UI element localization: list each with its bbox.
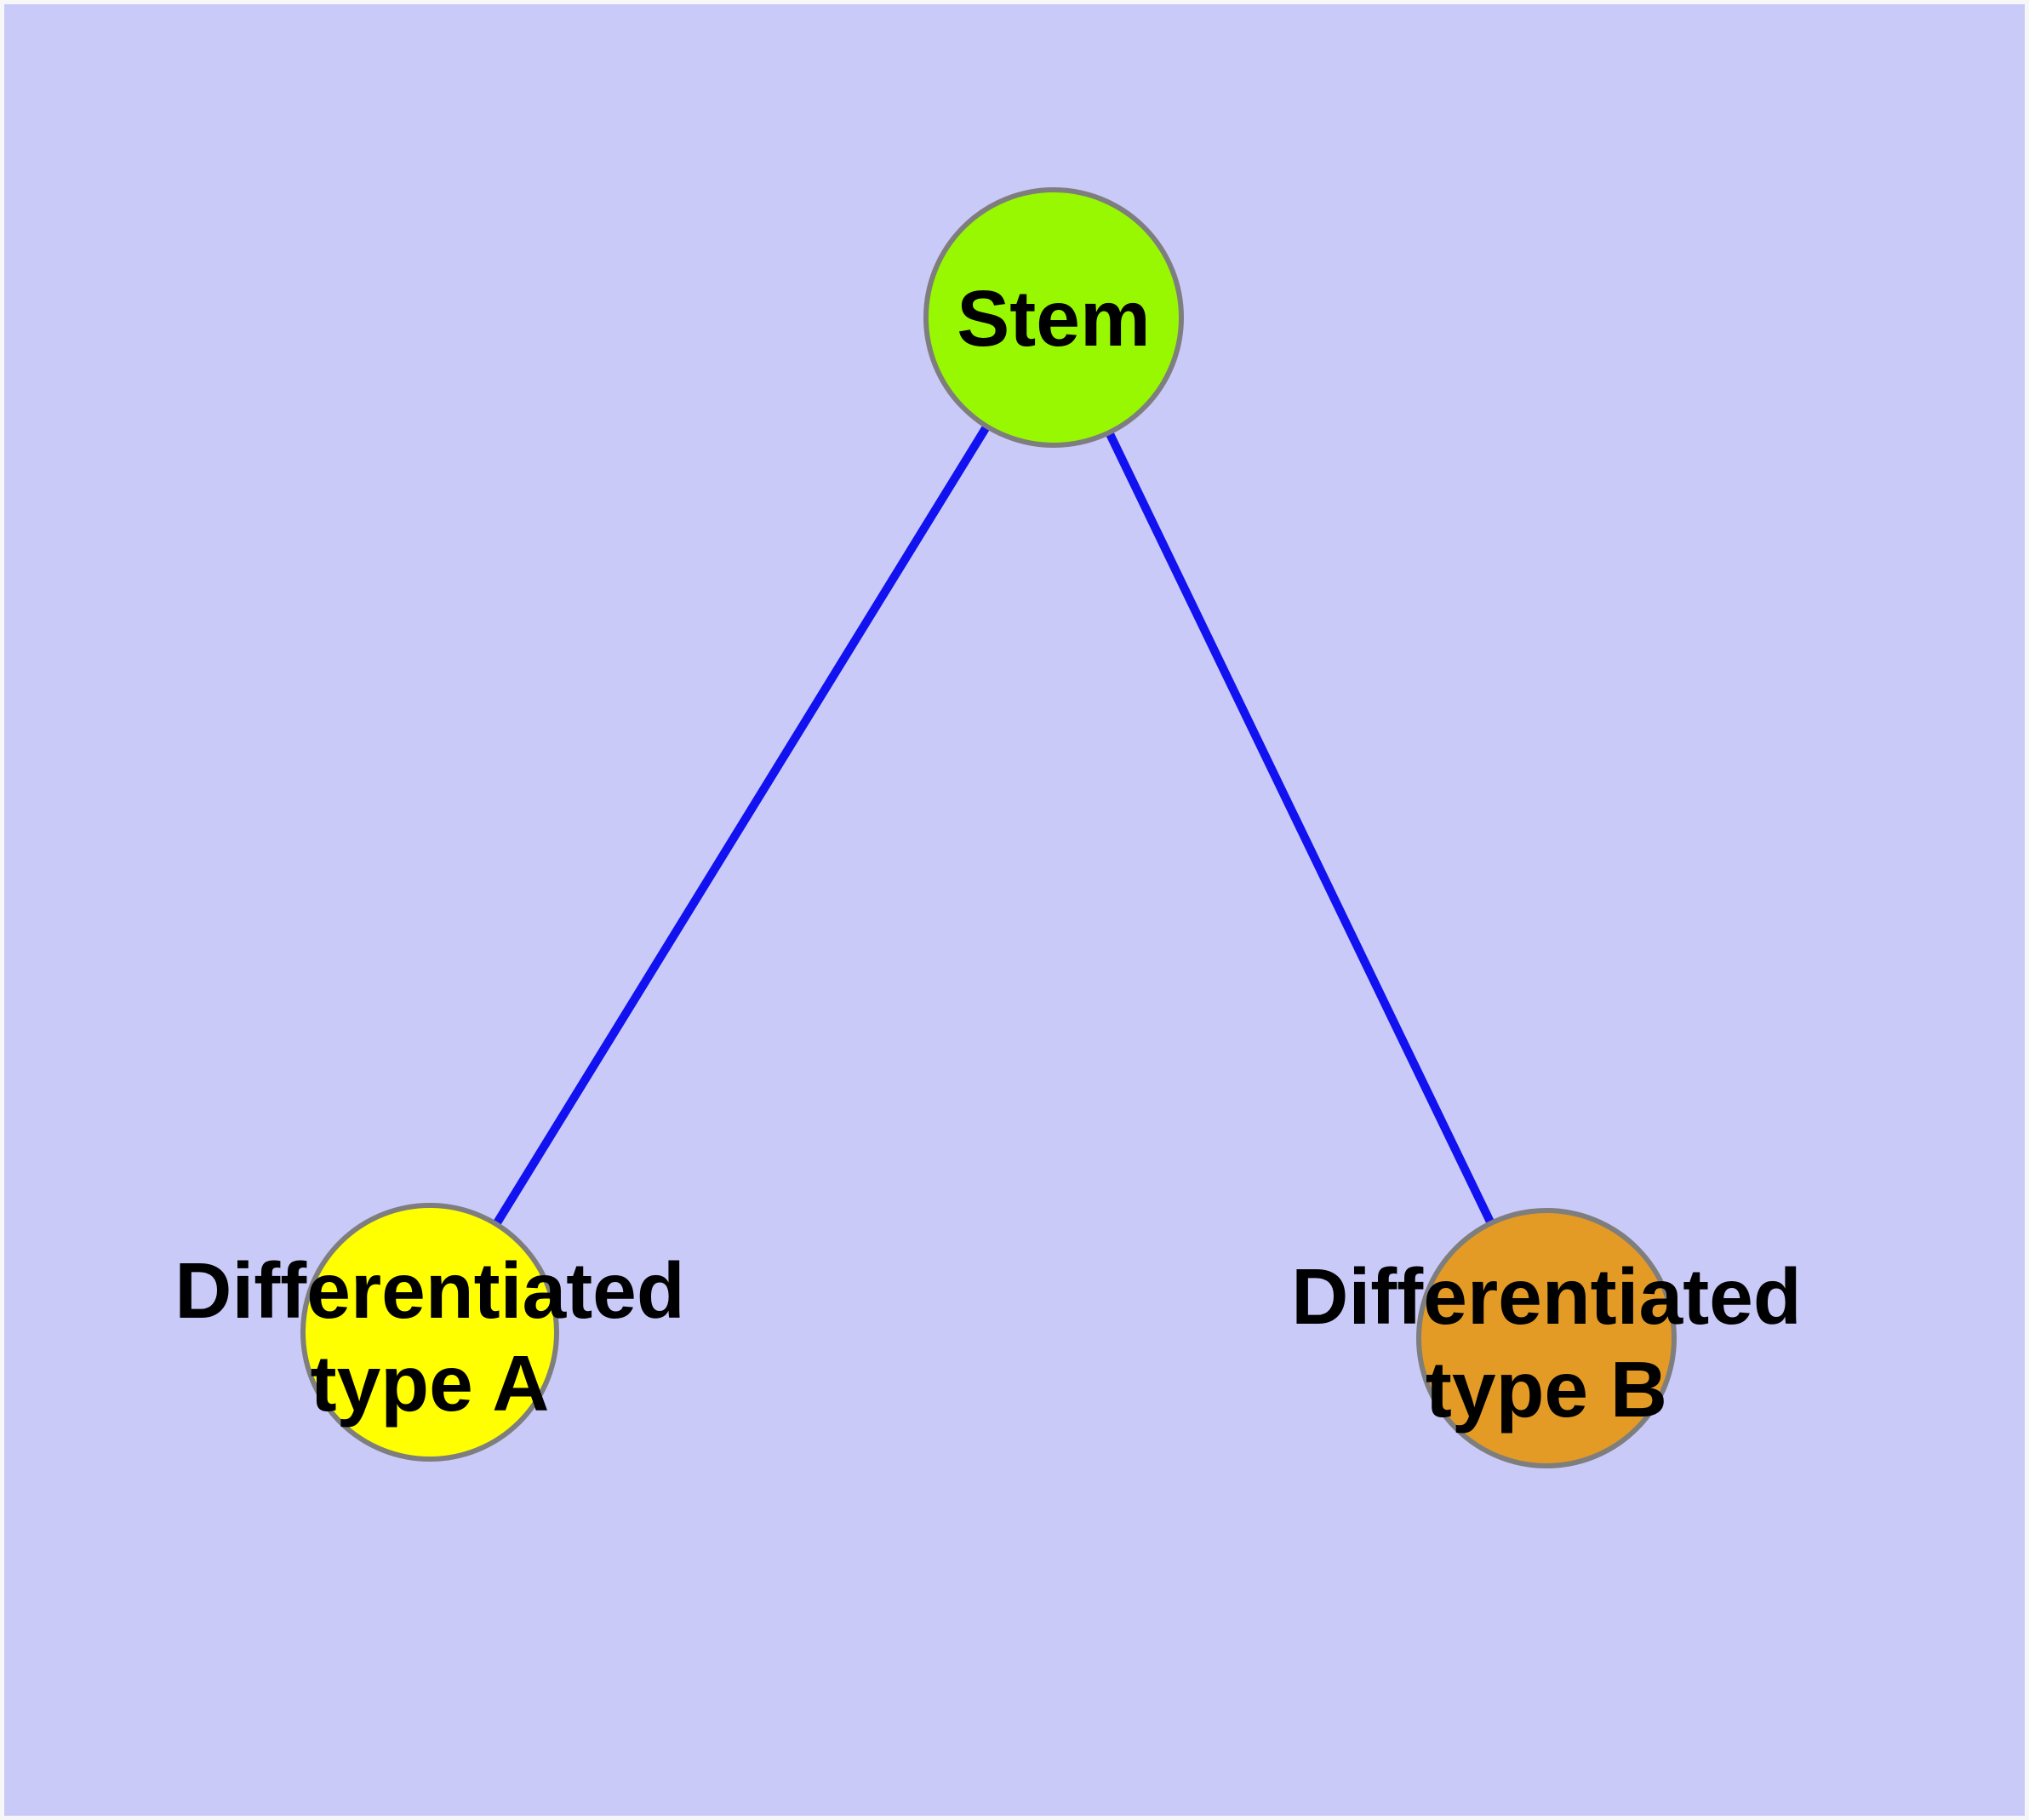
- node-stem: [923, 187, 1184, 448]
- node-stem-label: Stem: [957, 274, 1150, 363]
- node-type-a-label-line1: Differentiated: [174, 1246, 684, 1335]
- edge-stem-to-type-b: [1049, 313, 1551, 1342]
- node-type-b-label-line1: Differentiated: [1291, 1252, 1801, 1341]
- node-type-a-label-line2: type A: [311, 1339, 550, 1428]
- node-differentiated-type-b: [1416, 1208, 1677, 1468]
- node-differentiated-type-a: [300, 1203, 559, 1462]
- node-type-b-label-line2: type B: [1426, 1345, 1667, 1434]
- edge-stem-to-type-a: [426, 313, 1058, 1336]
